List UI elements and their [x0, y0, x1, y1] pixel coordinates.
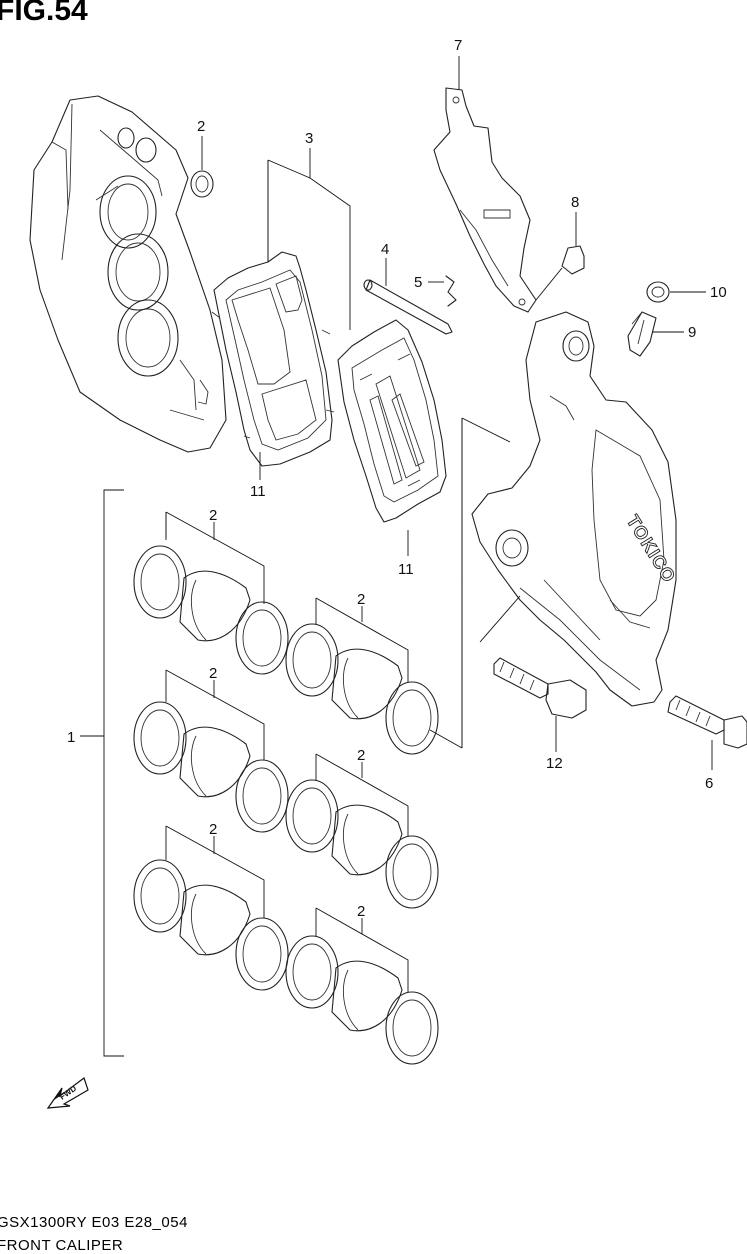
seal-part-2[interactable] — [190, 136, 214, 198]
callout-2-seal: 2 — [197, 118, 205, 135]
bracket-part-7[interactable] — [433, 56, 537, 313]
callout-2-kit-e: 2 — [209, 821, 217, 838]
figure-title: FIG.54 — [0, 0, 88, 27]
piston-kit-b[interactable] — [285, 597, 439, 755]
callout-2-kit-d: 2 — [357, 747, 365, 764]
callout-9: 9 — [688, 324, 696, 341]
piston-kit-f[interactable] — [285, 907, 439, 1065]
callout-2-kit-c: 2 — [209, 665, 217, 682]
mounting-bolt-12[interactable] — [479, 595, 587, 752]
callout-8: 8 — [571, 194, 579, 211]
fwd-arrow-icon: FWD — [46, 1077, 89, 1109]
tokico-marking: TOKICO — [623, 512, 680, 587]
callout-6: 6 — [705, 775, 713, 792]
callout-5: 5 — [414, 274, 422, 291]
callout-10: 10 — [710, 284, 727, 301]
brake-pad-right[interactable] — [337, 319, 447, 556]
caliper-half-left[interactable] — [29, 95, 227, 453]
bolt-part-8[interactable] — [535, 212, 585, 301]
callout-12: 12 — [546, 755, 563, 772]
callout-11-right: 11 — [398, 561, 414, 578]
mounting-bolt-6[interactable] — [667, 695, 747, 770]
bleeder-cap-10[interactable] — [646, 281, 706, 303]
piston-kit-a[interactable] — [133, 511, 289, 675]
piston-kit-e[interactable] — [133, 825, 289, 991]
callout-4: 4 — [381, 241, 389, 258]
model-code: GSX1300RY E03 E28_054 — [0, 1214, 188, 1231]
bleeder-valve-9[interactable] — [627, 311, 684, 357]
kit-bracket-1 — [80, 489, 124, 1057]
callout-3: 3 — [305, 130, 313, 147]
figure-caption: FRONT CALIPER — [0, 1237, 124, 1254]
callout-2-kit-b: 2 — [357, 591, 365, 608]
callout-11-left: 11 — [250, 483, 266, 500]
callout-7: 7 — [454, 37, 462, 54]
callout-2-kit-a: 2 — [209, 507, 217, 524]
callout-2-kit-f: 2 — [357, 903, 365, 920]
brake-pad-left[interactable] — [211, 251, 335, 467]
pad-pin-4[interactable] — [363, 258, 453, 335]
callout-1: 1 — [67, 729, 75, 746]
piston-kit-d[interactable] — [285, 753, 439, 909]
caliper-half-right[interactable]: TOKICO — [471, 311, 680, 707]
pad-clip-5[interactable] — [428, 275, 457, 307]
piston-kit-c[interactable] — [133, 669, 289, 833]
